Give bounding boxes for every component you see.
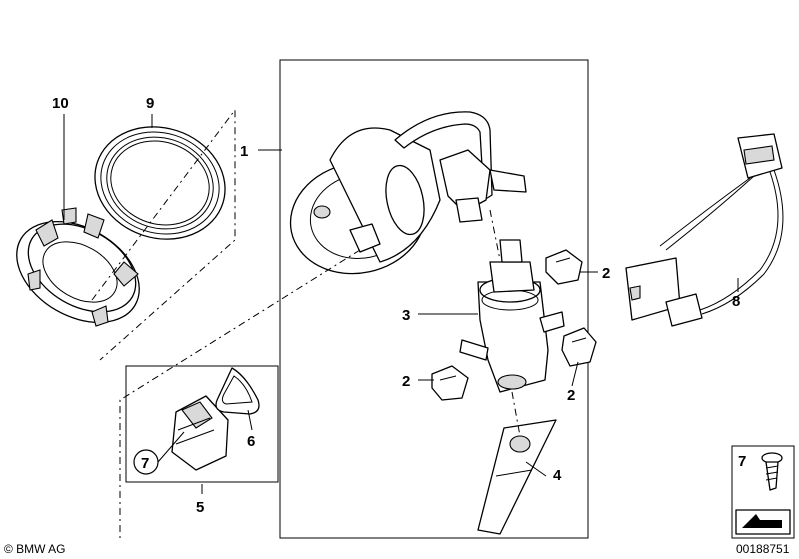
callout-8: 8 xyxy=(732,293,740,310)
sub-assembly-frame xyxy=(125,365,279,483)
callout-3: 3 xyxy=(402,307,410,324)
clip-part xyxy=(431,365,469,401)
gasket-part xyxy=(215,367,260,415)
guide-line xyxy=(511,391,521,437)
leader-line xyxy=(525,461,547,477)
leader-line xyxy=(247,409,253,431)
callout-2: 2 xyxy=(567,387,575,404)
legend-frame xyxy=(731,445,795,539)
leader-line xyxy=(157,431,185,463)
connector-part xyxy=(171,395,229,471)
copyright-text: © BMW AG xyxy=(4,542,66,556)
cover-part xyxy=(16,207,140,327)
callout-7: 7 xyxy=(141,455,149,472)
callout-7-legend: 7 xyxy=(738,453,746,470)
callout-2: 2 xyxy=(602,265,610,282)
callout-6: 6 xyxy=(247,433,255,450)
guide-line xyxy=(119,249,361,540)
assembly-frame xyxy=(279,59,589,539)
sensor-cable-part xyxy=(625,133,784,327)
callout-5: 5 xyxy=(196,499,204,516)
callout-9: 9 xyxy=(146,95,154,112)
screw-part xyxy=(761,452,783,491)
callout-circle xyxy=(133,449,159,475)
gasket-part xyxy=(221,375,253,405)
legend-arrow xyxy=(735,509,791,535)
callout-4: 4 xyxy=(553,467,562,484)
filter-part xyxy=(477,419,557,535)
callout-2: 2 xyxy=(402,373,410,390)
clip-part xyxy=(561,327,597,367)
pump-unit-part xyxy=(459,239,565,393)
guide-line xyxy=(489,209,501,261)
seal-ring-part xyxy=(94,126,226,240)
callout-10: 10 xyxy=(52,95,69,112)
diagram-number: 00188751 xyxy=(736,542,790,556)
clip-part xyxy=(545,249,583,285)
callout-1: 1 xyxy=(240,143,248,160)
flange-housing-part xyxy=(289,111,527,275)
leader-line xyxy=(571,361,579,387)
